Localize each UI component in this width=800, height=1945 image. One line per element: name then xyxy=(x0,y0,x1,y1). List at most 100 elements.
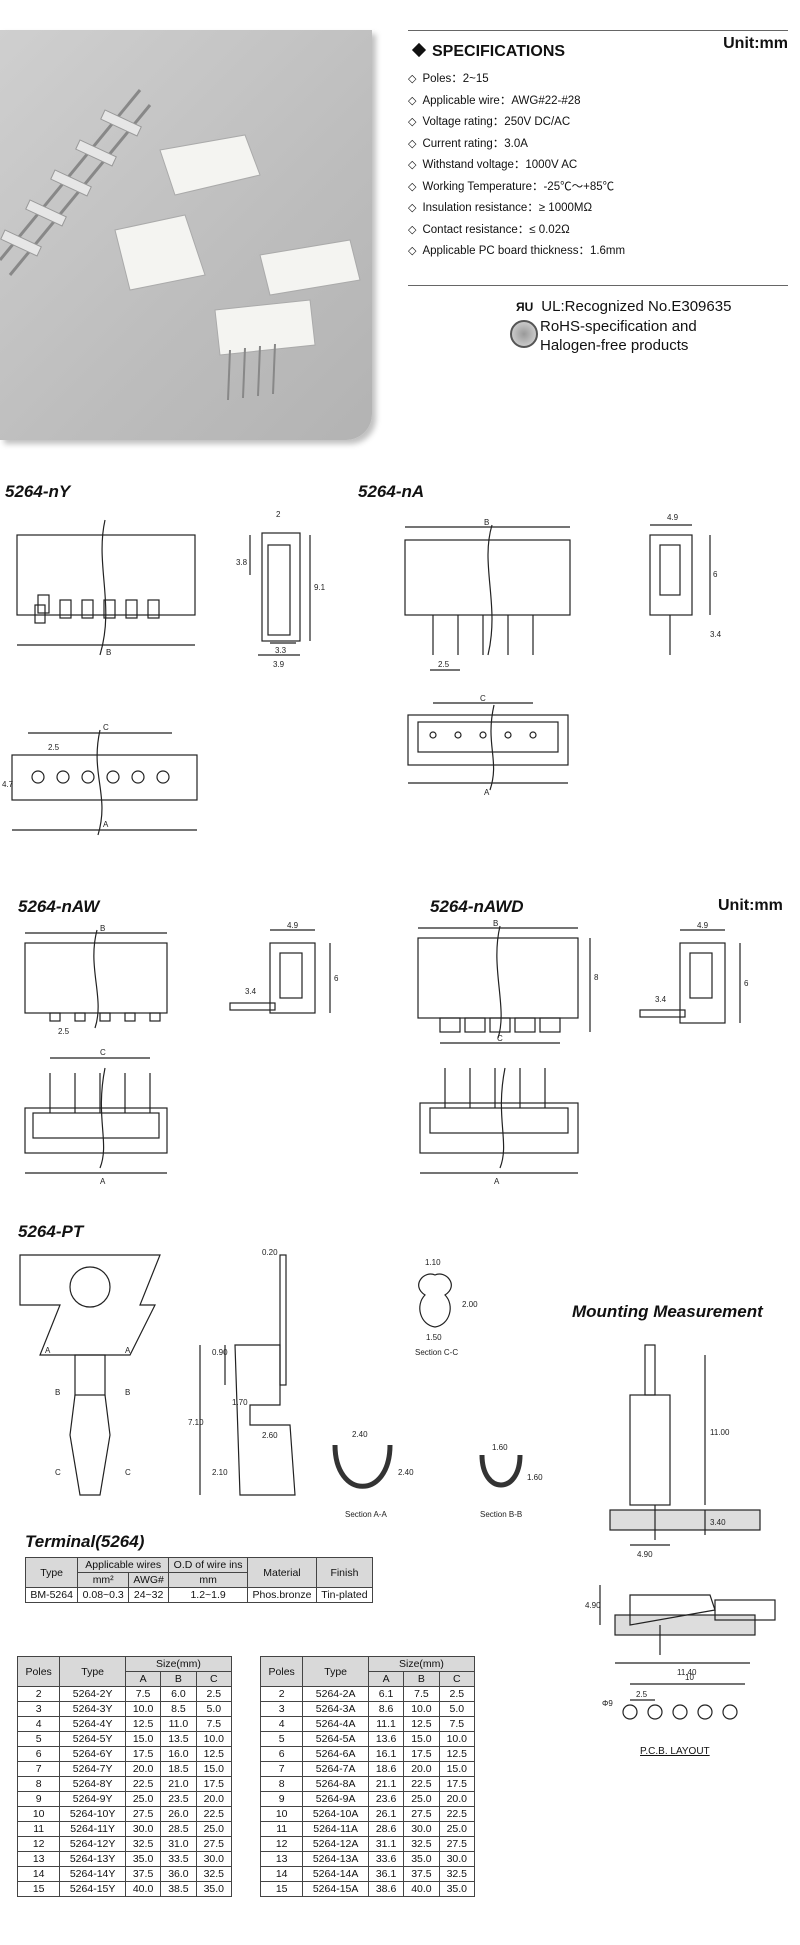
pt-label-b2: B xyxy=(125,1388,130,1397)
spec-item: ◇Working Temperature：-25℃～+85℃ xyxy=(408,177,788,199)
ny-dim-h3: 4.7 xyxy=(2,780,14,789)
table-cell: 35.0 xyxy=(438,1881,476,1897)
pt-label-section-bb: Section B-B xyxy=(480,1510,522,1519)
size-y-th-type: Type xyxy=(59,1656,126,1687)
na-dim-c: C xyxy=(480,694,486,703)
terminal-th-wires: Applicable wires xyxy=(77,1557,170,1573)
table-cell: 6.0 xyxy=(160,1686,197,1702)
table-cell: 33.5 xyxy=(160,1851,197,1867)
table-cell: 21.1 xyxy=(367,1776,405,1792)
pt-dim-cc-h: 2.00 xyxy=(462,1300,478,1309)
drawing-5264-naw-nawd: B 2.5 4.9 6 3.4 C A B 8 C xyxy=(24,919,749,1186)
table-cell: 32.5 xyxy=(438,1866,476,1882)
table-cell: 20.0 xyxy=(438,1791,476,1807)
ny-dim-top: 2 xyxy=(276,510,281,519)
table-cell: 25.0 xyxy=(124,1791,162,1807)
terminal-cell: 1.2~1.9 xyxy=(168,1587,249,1603)
rohs-text-line1: RoHS-specification and xyxy=(540,318,697,335)
table-cell: 27.5 xyxy=(124,1806,162,1822)
table-cell: 10.0 xyxy=(195,1731,233,1747)
na-dim-b: B xyxy=(484,518,489,527)
table-cell: 12.5 xyxy=(195,1746,233,1762)
table-cell: 22.5 xyxy=(124,1776,162,1792)
table-cell: 5264-15Y xyxy=(59,1881,126,1897)
diamond-outline-icon: ◇ xyxy=(408,202,417,214)
table-cell: 27.5 xyxy=(438,1836,476,1852)
mount-dim-h1: 11.00 xyxy=(710,1428,730,1437)
size-a-th-b: B xyxy=(403,1671,440,1687)
pt-dim-d3: 7.10 xyxy=(188,1418,204,1427)
connector-photo-illustration xyxy=(0,89,361,401)
diamond-outline-icon: ◇ xyxy=(408,73,417,85)
spec-item: ◇Voltage rating：250V DC/AC xyxy=(408,112,788,134)
table-cell: 28.6 xyxy=(367,1821,405,1837)
table-cell: 20.0 xyxy=(403,1761,440,1777)
table-cell: 12 xyxy=(259,1836,304,1852)
table-cell: 12.5 xyxy=(438,1746,476,1762)
naw-dim-pitch: 2.5 xyxy=(58,1027,70,1036)
table-cell: 5264-5A xyxy=(302,1731,369,1747)
table-cell: 21.0 xyxy=(160,1776,197,1792)
size-y-th-b: B xyxy=(160,1671,197,1687)
drawing-5264-ny-na: B 2 3.8 9.1 3.3 3.9 C 2.5 4.7 A B 2.5 xyxy=(2,510,722,836)
table-cell: 5264-5Y xyxy=(59,1731,126,1747)
table-cell: 4 xyxy=(259,1716,304,1732)
na-side-view xyxy=(649,524,711,655)
table-cell: 5264-3A xyxy=(302,1701,369,1717)
table-cell: 11 xyxy=(16,1821,61,1837)
table-cell: 5264-4A xyxy=(302,1716,369,1732)
table-cell: 3 xyxy=(16,1701,61,1717)
terminal-cell: Tin-plated xyxy=(315,1587,374,1603)
na-top-view xyxy=(407,702,569,791)
table-cell: 6.1 xyxy=(367,1686,405,1702)
pt-dim-d4: 2.60 xyxy=(262,1431,278,1440)
terminal-cell: 0.08~0.3 xyxy=(77,1587,130,1603)
table-cell: 40.0 xyxy=(124,1881,162,1897)
ny-bottom-view xyxy=(11,729,198,836)
ny-side-view xyxy=(249,532,311,656)
table-cell: 5.0 xyxy=(438,1701,476,1717)
table-cell: 10.0 xyxy=(124,1701,162,1717)
table-cell: 7.5 xyxy=(438,1716,476,1732)
terminal-th-mm: mm xyxy=(168,1572,249,1588)
table-cell: 28.5 xyxy=(160,1821,197,1837)
table-cell: 23.6 xyxy=(367,1791,405,1807)
table-cell: 31.1 xyxy=(367,1836,405,1852)
size-y-th-a: A xyxy=(124,1671,162,1687)
table-cell: 14 xyxy=(259,1866,304,1882)
spec-item-text: Working Temperature：-25℃～+85℃ xyxy=(422,180,615,193)
size-a-th-size: Size(mm) xyxy=(367,1656,476,1672)
size-y-th-size: Size(mm) xyxy=(124,1656,233,1672)
size-y-th-poles: Poles xyxy=(16,1656,61,1687)
table-cell: 33.6 xyxy=(367,1851,405,1867)
naw-dim-h: 6 xyxy=(334,974,339,983)
section-title-mounting: Mounting Measurement xyxy=(572,1302,763,1321)
pt-label-b1: B xyxy=(55,1388,60,1397)
table-cell: 7.5 xyxy=(195,1716,233,1732)
table-cell: 13.5 xyxy=(160,1731,197,1747)
table-cell: 20.0 xyxy=(124,1761,162,1777)
spec-item: ◇Contact resistance：≤ 0.02Ω xyxy=(408,220,788,242)
pcb-layout-label: P.C.B. LAYOUT xyxy=(640,1746,710,1757)
naw-front-view xyxy=(24,929,168,1029)
spec-item: ◇Insulation resistance：≥ 1000MΩ xyxy=(408,198,788,220)
table-cell: 30.0 xyxy=(438,1851,476,1867)
pcb-holes xyxy=(622,1683,745,1720)
terminal-th-awg: AWG# xyxy=(128,1572,170,1588)
table-cell: 5264-2A xyxy=(302,1686,369,1702)
pt-section-cc xyxy=(418,1273,452,1328)
table-cell: 25.0 xyxy=(403,1791,440,1807)
spec-item-text: Withstand voltage：1000V AC xyxy=(422,159,578,171)
table-cell: 13 xyxy=(16,1851,61,1867)
table-cell: 37.5 xyxy=(124,1866,162,1882)
table-cell: 22.5 xyxy=(195,1806,233,1822)
size-y-th-c: C xyxy=(195,1671,233,1687)
